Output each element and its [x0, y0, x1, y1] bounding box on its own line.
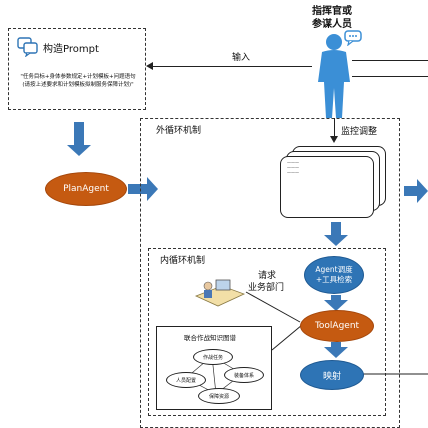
commander-title-line2: 参谋人员: [312, 19, 352, 30]
input-arrow-line: [150, 66, 312, 67]
commander-right-line-2: [352, 76, 428, 77]
agent-dispatch-label: Agent调度+工具检索: [315, 265, 353, 284]
prompt-title: 构造Prompt: [43, 44, 99, 55]
inner-loop-box: [148, 248, 386, 416]
tool-agent-node: ToolAgent: [300, 310, 374, 342]
monitor-line: [334, 118, 335, 136]
doc-card-front: 一一一 一一一 一一一: [280, 156, 374, 218]
person-icon: [318, 34, 350, 118]
doc-card-front-lines: 一一一 一一一 一一一: [287, 160, 299, 175]
kg-node: 保障资源: [198, 388, 240, 404]
commander-title-line1: 指挥官或: [312, 6, 352, 17]
prompt-quote: "任务目标+身体参数规定+计划模板+问题语句(请按上述要求和计划模板拟制服务保障…: [20, 74, 136, 88]
right-exit-arrow: [404, 179, 428, 203]
request-label-line2: 业务部门: [248, 283, 285, 293]
mapping-node: 映射: [300, 360, 364, 390]
kg-node: 装备体系: [224, 367, 264, 383]
kg-node: 人员配置: [166, 372, 206, 388]
prompt-down-arrow: [67, 122, 91, 156]
tool-down-arrow: [324, 342, 348, 358]
prompt-box: 构造Prompt "任务目标+身体参数规定+计划模板+问题语句(请按上述要求和计…: [8, 28, 146, 110]
request-label-line1: 请求: [258, 271, 277, 281]
inner-loop-label: 内循环机制: [160, 256, 206, 266]
speech-bubble-icon: [344, 30, 362, 46]
dispatch-down-arrow: [324, 295, 348, 311]
knowledge-graph-title: 联合作战知识图谱: [184, 334, 236, 342]
outer-loop-label: 外循环机制: [156, 126, 202, 136]
docs-down-arrow: [324, 222, 348, 246]
plan-agent-node: PlanAgent: [45, 172, 127, 206]
kg-node: 作战任务: [193, 349, 233, 365]
doc-line: 一一一: [287, 165, 299, 170]
chat-icon: [17, 37, 38, 57]
monitor-adjust-label: 监控调整: [341, 127, 378, 137]
input-arrow-head: [146, 62, 153, 70]
plan-to-outer-arrow: [128, 177, 158, 201]
monitor-arrow-head: [330, 136, 338, 143]
agent-dispatch-node: Agent调度+工具检索: [304, 256, 364, 294]
commander-right-line: [352, 60, 428, 61]
input-label: 输入: [232, 53, 251, 63]
doc-line: 一一一: [287, 170, 299, 175]
doc-line: 一一一: [287, 160, 299, 165]
workstation-icon: [194, 279, 246, 307]
